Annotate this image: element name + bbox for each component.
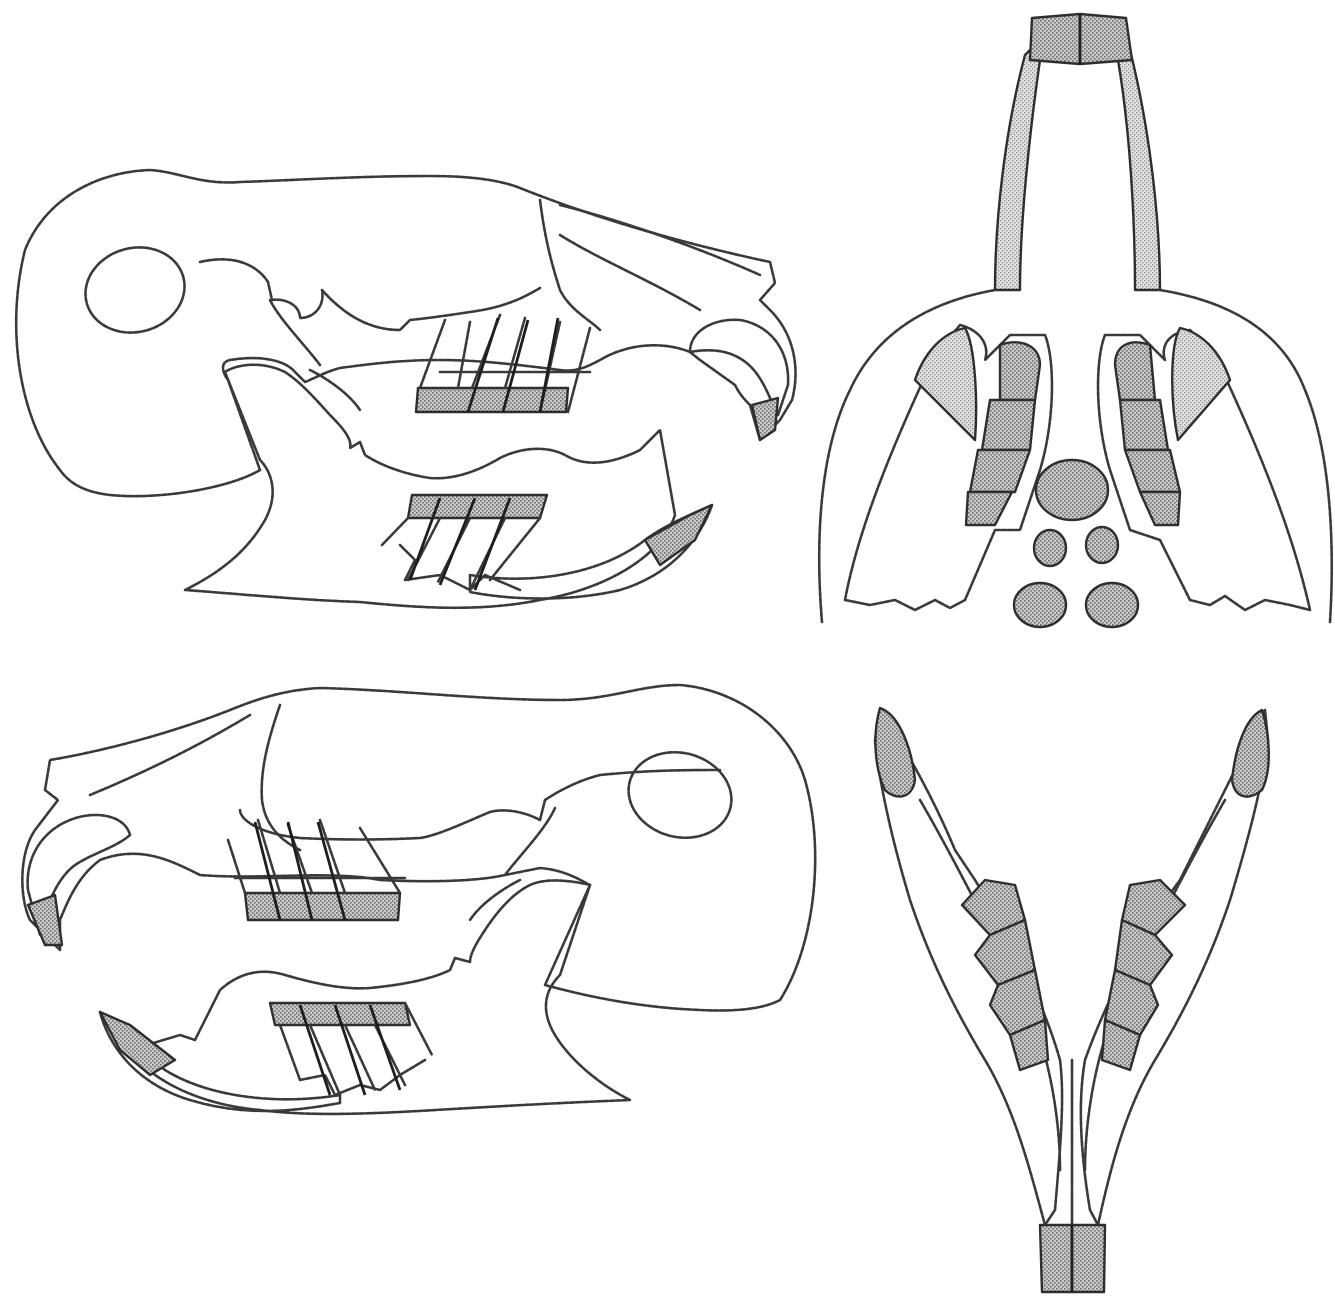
- rostrum-line-left: [260, 703, 302, 852]
- zygomatic-arch: [198, 258, 542, 332]
- foramen-left: [1032, 528, 1068, 568]
- rostrum-line: [538, 198, 602, 332]
- mandible-dorsal-panel: [873, 706, 1270, 1294]
- orbit-left: [627, 750, 733, 840]
- snout-line: [558, 233, 702, 312]
- palate-outline: [817, 288, 997, 624]
- upper-incisor-outline: [688, 318, 790, 417]
- orbit-region-right: [1171, 326, 1232, 442]
- upper-incisor-tip: [750, 396, 780, 442]
- lower-molar-row-left-dorsal: [960, 878, 1050, 1072]
- upper-molar-row-left: [964, 341, 1042, 527]
- lower-molar-row-right-dorsal: [1100, 878, 1187, 1072]
- zygomatic-arch-left: [238, 768, 722, 841]
- foramen-magnum: [1034, 458, 1110, 522]
- foramen-right: [1084, 525, 1120, 565]
- mandible-inner-line-left: [468, 806, 557, 922]
- mandible-left-ramus: [873, 708, 1064, 1227]
- condyle-right: [1084, 581, 1140, 629]
- palate-outline-right: [1158, 288, 1334, 624]
- condyle-right-dorsal: [1230, 708, 1270, 798]
- condyle-left: [1012, 581, 1068, 629]
- incisor-ramus-left: [993, 48, 1042, 292]
- condyle-left-dorsal: [874, 706, 917, 798]
- zygoma-left: [843, 323, 1054, 612]
- mandible-inner-line: [268, 298, 362, 412]
- upper-molar-row: [414, 313, 592, 414]
- cranium-outline: [14, 168, 797, 498]
- incisor-ramus-right: [1116, 48, 1162, 292]
- lower-incisor-tip: [643, 503, 714, 567]
- upper-molar-crown: [414, 386, 570, 414]
- lower-molar-row-left: [268, 1001, 434, 1097]
- upper-molar-row-right: [1113, 341, 1182, 527]
- orbit-region-left: [913, 326, 978, 442]
- upper-molar-row-left-lateral: [226, 818, 407, 922]
- zygoma-right: [1096, 328, 1312, 612]
- snout-line-left: [88, 713, 252, 797]
- nasal-line: [558, 203, 762, 277]
- lower-incisor-tip-left: [98, 1010, 177, 1077]
- upper-incisor-tip-left: [26, 893, 64, 947]
- cranium-outline-left: [21, 683, 817, 1012]
- lower-molar-crown: [406, 493, 549, 520]
- lower-molar-row: [380, 493, 549, 592]
- skull-ventral-panel: [817, 12, 1334, 629]
- mandible-outline: [183, 363, 677, 610]
- orbit: [84, 246, 186, 334]
- skull-lateral-left-panel: [21, 683, 817, 1116]
- skull-lateral-right-panel: [14, 168, 797, 610]
